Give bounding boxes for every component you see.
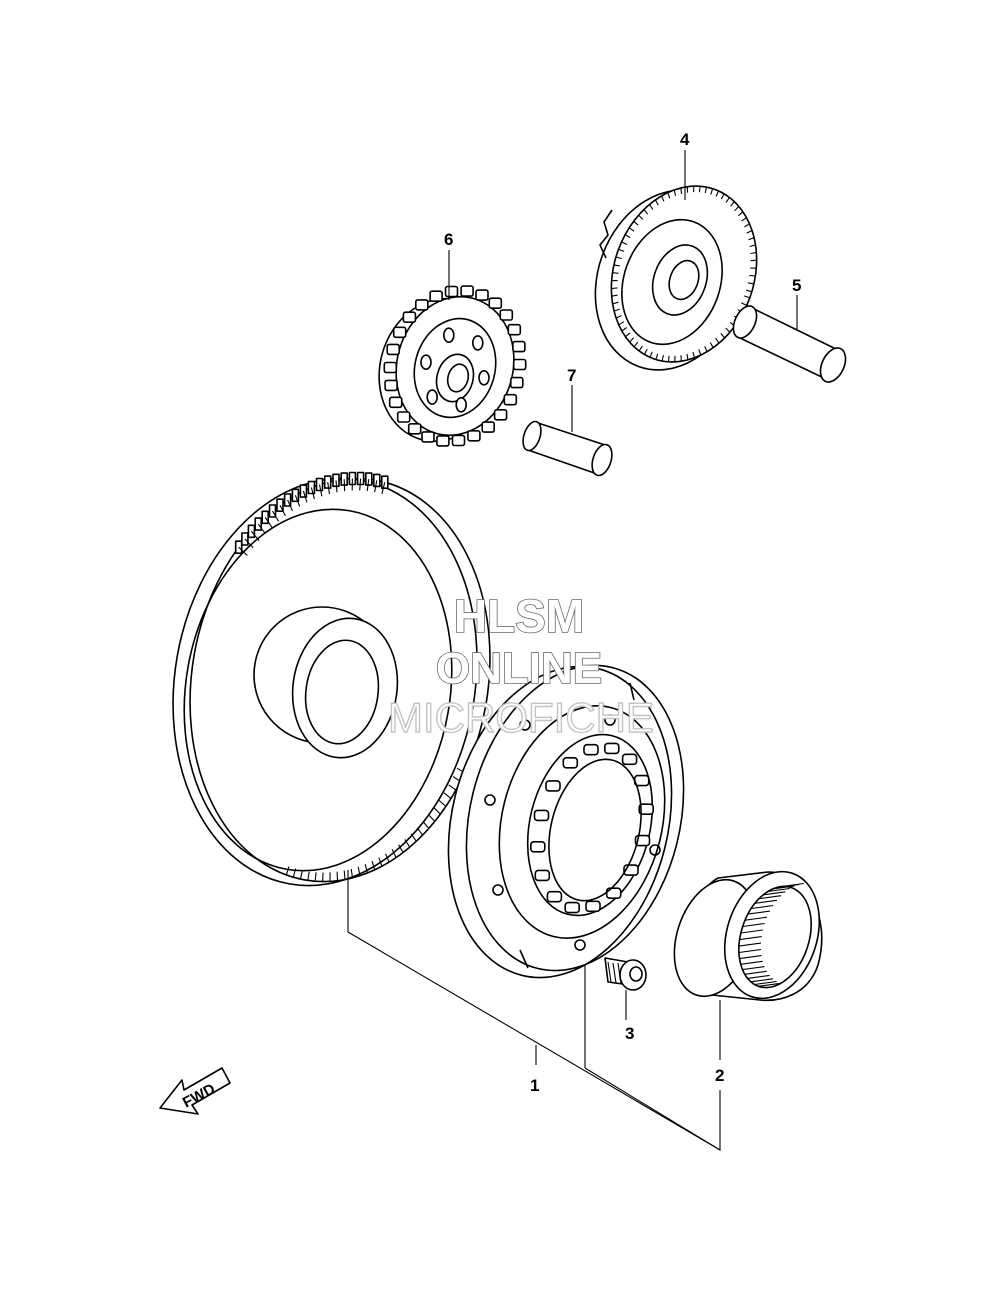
watermark: HLSM ONLINE MICROFICHE [387,589,654,742]
callout-4: 4 [680,130,690,149]
gear-teeth-top [234,471,389,556]
part-2-needle-bearing[interactable] [660,859,835,1010]
gear-6-teeth [383,285,527,447]
part-1-one-way-clutch[interactable] [417,642,714,1001]
callout-1: 1 [530,1076,539,1095]
callout-6: 6 [444,230,453,249]
callout-5: 5 [792,276,801,295]
fwd-arrow-icon [159,1067,231,1115]
callout-3: 3 [625,1024,634,1043]
watermark-line-3: MICROFICHE [388,694,654,741]
callout-2: 2 [715,1066,724,1085]
callout-7: 7 [567,366,576,385]
part-6-idle-gear[interactable] [363,283,529,455]
leader-lines [347,150,798,1151]
watermark-line-1: HLSM [454,590,584,642]
part-5-shaft[interactable] [729,302,851,386]
idle-gear-teeth [611,186,757,362]
gear-6-holes [420,327,490,413]
part-7-pin[interactable] [520,419,616,478]
part-4-starter-idle-gear[interactable] [571,165,781,391]
watermark-line-2: ONLINE [436,644,602,693]
bearing-needles [738,882,804,987]
fwd-indicator: FWD [159,1067,231,1115]
part-1-starter-driven-gear[interactable] [142,454,521,910]
part-3-bolt[interactable] [604,957,647,991]
